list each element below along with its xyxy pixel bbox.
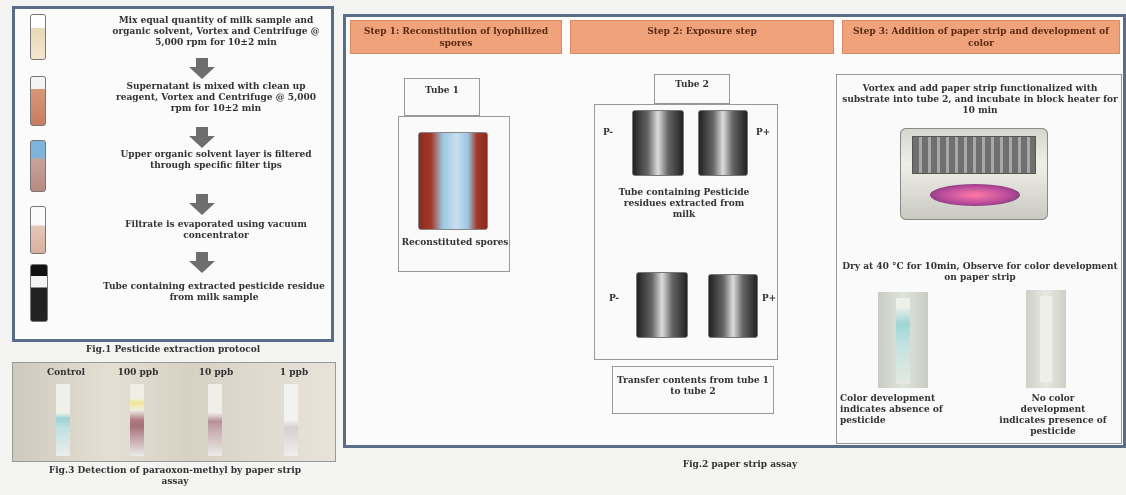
reconstituted-tube-icon <box>418 132 488 230</box>
tube-p-minus-top-icon <box>632 110 684 176</box>
strip-10ppb <box>208 384 222 456</box>
transfer-box <box>612 366 774 414</box>
step-text-1: Mix equal quantity of milk sample and or… <box>112 16 320 48</box>
tube1-label: Tube 1 <box>425 86 459 96</box>
strip-label-control: Control <box>46 368 86 378</box>
step2-header: Step 2: Exposure step <box>570 20 834 54</box>
tube-p-minus-bottom-icon <box>636 272 688 338</box>
fig3-caption: Fig.3 Detection of paraoxon-methyl by pa… <box>48 466 302 487</box>
extraction-protocol-panel <box>12 6 334 342</box>
block-heater-glow <box>930 184 1020 206</box>
left-down-arrows <box>189 58 215 273</box>
p-plus-bottom: P+ <box>761 294 777 304</box>
tube-containing-label: Tube containing Pesticide residues extra… <box>618 188 750 220</box>
reconstituted-label: Reconstituted spores <box>401 238 509 248</box>
down-arrow-icon <box>189 252 215 273</box>
strip-1ppb <box>284 384 298 456</box>
p-minus-top: P- <box>602 128 613 138</box>
strip-control <box>56 384 70 456</box>
tube-p-plus-top-icon <box>698 110 748 176</box>
down-arrow-icon <box>189 127 215 148</box>
tube-cleanup-icon <box>30 76 46 126</box>
strip-no-color <box>1040 296 1052 382</box>
fig2-caption: Fig.2 paper strip assay <box>682 460 798 470</box>
block-heater-grid <box>912 136 1036 174</box>
step-text-4: Filtrate is evaporated using vacuum conc… <box>125 220 307 241</box>
tube-milk-solvent-icon <box>30 14 46 60</box>
down-arrow-icon <box>189 58 215 79</box>
step1-header: Step 1: Reconstitution of lyophilized sp… <box>350 20 562 54</box>
step-text-3: Upper organic solvent layer is filtered … <box>120 150 312 171</box>
strip-color-development <box>896 298 910 384</box>
transfer-text: Transfer contents from tube 1 to tube 2 <box>617 376 769 397</box>
step3-header: Step 3: Addition of paper strip and deve… <box>842 20 1120 54</box>
tube2-label: Tube 2 <box>675 80 709 90</box>
p-plus-top: P+ <box>755 128 771 138</box>
tube-organic-layer-icon <box>30 140 46 192</box>
dry-text: Dry at 40 °C for 10min, Observe for colo… <box>842 262 1118 283</box>
fig1-caption: Fig.1 Pesticide extraction protocol <box>85 345 261 355</box>
color-development-text: Color development indicates absence of p… <box>840 394 943 426</box>
step-text-5: Tube containing extracted pesticide resi… <box>103 282 325 303</box>
no-color-development-text: No color development indicates presence … <box>999 394 1107 437</box>
p-minus-bottom: P- <box>608 294 619 304</box>
down-arrow-icon <box>189 194 215 215</box>
strip-label-10ppb: 10 ppb <box>198 368 234 378</box>
tube-filtrate-icon <box>30 206 46 254</box>
tube-extracted-residue-icon <box>30 264 48 322</box>
step-text-2: Supernatant is mixed with clean up reage… <box>115 82 316 114</box>
strip-label-1ppb: 1 ppb <box>279 368 309 378</box>
tube1-label-box <box>404 78 480 116</box>
tube-p-plus-bottom-icon <box>708 274 758 338</box>
strip-100ppb <box>130 384 144 456</box>
vortex-text: Vortex and add paper strip functionalize… <box>842 84 1118 116</box>
tube2-label-box <box>654 74 730 104</box>
strip-label-100ppb: 100 ppb <box>117 368 159 378</box>
